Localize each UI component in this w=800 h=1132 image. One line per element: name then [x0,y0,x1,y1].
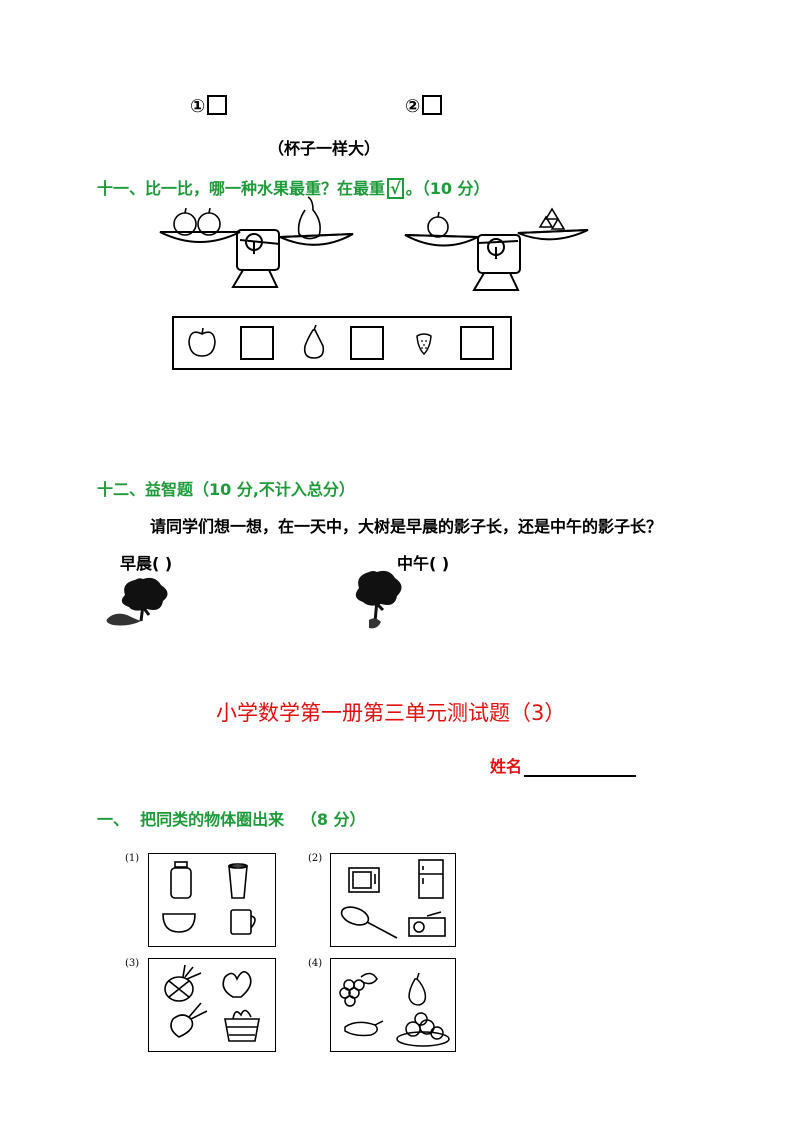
panel-1 [148,853,276,947]
panel-3-drawings [164,964,260,1042]
q11-title: 十一、比一比，哪一种水果最重？在最重√。（10 分） [97,175,490,199]
tree-shadow-icon [106,577,168,626]
thermos-icon [170,861,192,899]
panel-3 [148,958,276,1052]
check-mark-icon: √ [387,178,404,199]
apple-answer-box[interactable] [240,326,274,360]
grapes-icon [339,972,378,1007]
teacup-icon [162,913,196,933]
strawberry-icon [416,333,432,356]
morning-answer[interactable]: 早晨( ) [120,554,173,573]
panel-4-drawings [339,972,450,1047]
balance-scale-icon [404,207,589,291]
option-2: ② [405,95,443,117]
q11-title-text: 十一、比一比，哪一种水果最重？在最重 [97,179,386,198]
panel-number: (4) [308,958,323,969]
pineapple-icon [164,964,202,1002]
pear-answer-box[interactable] [350,326,384,360]
spinach-icon [222,971,252,998]
option-1: ① [190,95,228,117]
option-2-label: ② [405,96,421,117]
racket-icon [340,906,398,939]
cup-note: （杯子一样大） [268,139,381,158]
glass-icon [228,863,248,899]
pear-icon [303,324,325,359]
q12-question: 请同学们想一想，在一天中，大树是早晨的影子长，还是中午的影子长？ [150,517,663,536]
tree-shadow-icon [355,570,402,629]
vegetable-basket-icon [224,1009,260,1042]
q12-title: 十二、益智题（10 分,不计入总分） [97,480,355,499]
panel-number: (3) [125,958,140,969]
answer-box-2[interactable] [422,95,443,115]
balance-scale-icon [159,196,354,288]
panel-2-drawings [340,859,446,939]
q1-title: 一、 把同类的物体圈出来 （8 分） [97,810,366,829]
name-label: 姓名 [490,757,523,776]
q11-title-suffix: 。（10 分） [405,179,490,198]
name-field: 姓名 [490,753,637,777]
refrigerator-icon [418,859,444,899]
panel-4 [330,958,456,1052]
mug-icon [230,909,256,935]
strawberry-answer-box[interactable] [460,326,494,360]
radish-icon [170,1002,208,1038]
test-title: 小学数学第一册第三单元测试题（3） [216,701,566,725]
fruit-answer-strip [172,316,512,370]
answer-box-1[interactable] [207,95,228,115]
eggplant-icon [344,1020,384,1037]
pear-icon [408,972,427,1006]
apple-icon [188,327,216,357]
radio-icon [408,911,446,937]
panel-number: (2) [308,853,323,864]
fruit-plate-icon [396,1012,450,1047]
panel-2 [330,853,456,947]
name-input[interactable] [524,757,637,777]
noon-answer[interactable]: 中午( ) [397,554,450,573]
panel-1-drawings [162,861,256,935]
option-1-label: ① [190,96,206,117]
panel-number: (1) [125,853,140,864]
television-icon [348,867,380,893]
